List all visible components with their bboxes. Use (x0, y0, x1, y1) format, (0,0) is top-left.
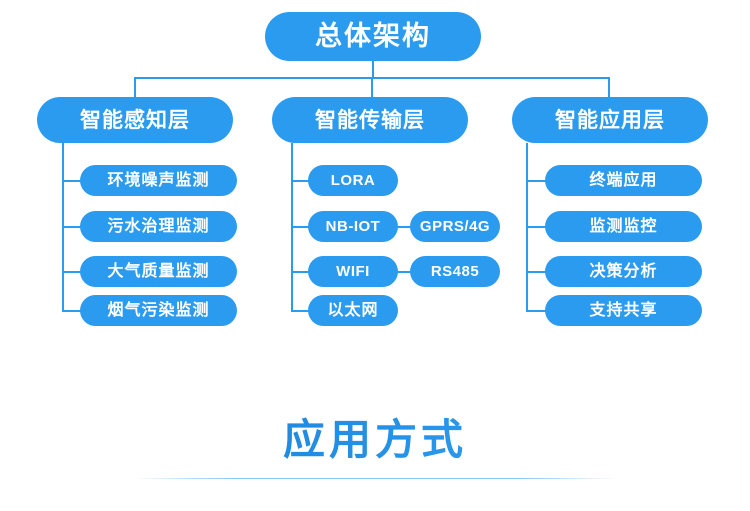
node-leaf-flue-gas-pollution-monitoring[interactable]: 烟气污染监测 (80, 295, 237, 326)
node-leaf-gprs-4g[interactable]: GPRS/4G (410, 211, 500, 242)
footer-title-application-methods: 应用方式 (0, 406, 750, 467)
connector-stub-c-3 (526, 310, 547, 312)
connector-drop-layer-2 (608, 77, 610, 97)
connector-drop-layer-1 (371, 77, 373, 97)
connector-link-nbiot-gprs (396, 226, 412, 228)
node-leaf-wifi[interactable]: WIFI (308, 256, 398, 287)
node-leaf-sewage-treatment-monitoring[interactable]: 污水治理监测 (80, 211, 237, 242)
connector-stub-a-0 (62, 180, 82, 182)
node-leaf-lora[interactable]: LORA (308, 165, 398, 196)
connector-stub-b-0 (291, 180, 311, 182)
connector-stub-b-2 (291, 271, 311, 273)
node-root-overall-architecture[interactable]: 总体架构 (265, 12, 481, 61)
node-layer-perception[interactable]: 智能感知层 (37, 97, 233, 143)
node-leaf-support-sharing[interactable]: 支持共享 (545, 295, 702, 326)
connector-stub-c-0 (526, 180, 547, 182)
node-layer-application[interactable]: 智能应用层 (512, 97, 708, 143)
connector-stub-a-2 (62, 271, 82, 273)
node-layer-transmission[interactable]: 智能传输层 (272, 97, 468, 143)
connector-root-stem (372, 61, 374, 78)
connector-stub-a-1 (62, 226, 82, 228)
node-leaf-decision-analysis[interactable]: 决策分析 (545, 256, 702, 287)
node-leaf-monitoring-surveillance[interactable]: 监测监控 (545, 211, 702, 242)
connector-stub-b-3 (291, 310, 311, 312)
connector-stub-c-2 (526, 271, 547, 273)
connector-link-wifi-rs485 (396, 271, 412, 273)
connector-stub-a-3 (62, 310, 82, 312)
connector-drop-layer-0 (134, 77, 136, 97)
node-leaf-env-noise-monitoring[interactable]: 环境噪声监测 (80, 165, 237, 196)
node-leaf-air-quality-monitoring[interactable]: 大气质量监测 (80, 256, 237, 287)
node-leaf-rs485[interactable]: RS485 (410, 256, 500, 287)
node-leaf-nb-iot[interactable]: NB-IOT (308, 211, 398, 242)
connector-stub-b-1 (291, 226, 311, 228)
footer-divider (133, 478, 617, 479)
node-leaf-ethernet[interactable]: 以太网 (308, 295, 398, 326)
connector-stub-c-1 (526, 226, 547, 228)
node-leaf-terminal-application[interactable]: 终端应用 (545, 165, 702, 196)
